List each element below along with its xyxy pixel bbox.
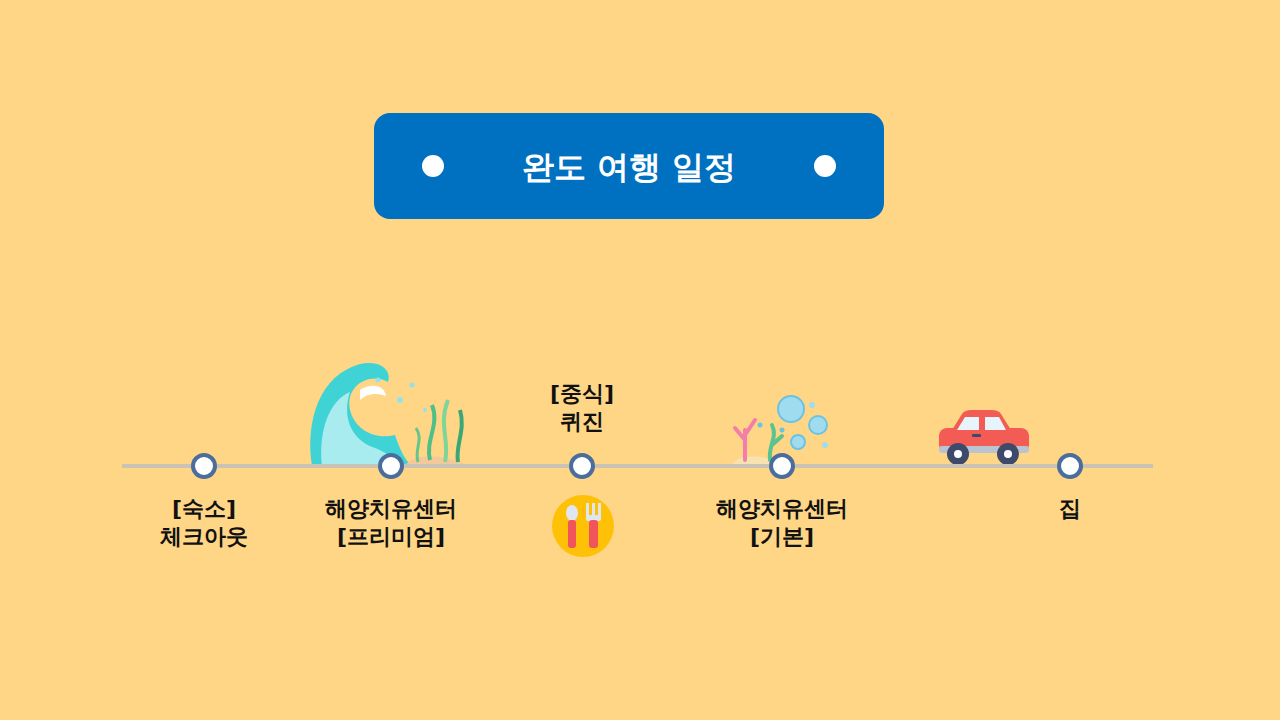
stop-label: [숙소] 체크아웃 bbox=[160, 495, 248, 550]
timeline-segment bbox=[795, 464, 1057, 468]
meal-icon bbox=[552, 495, 614, 557]
banner-dot bbox=[422, 155, 444, 177]
timeline-stop: 해양치유센터 [프리미엄] bbox=[378, 453, 404, 479]
banner-dot bbox=[814, 155, 836, 177]
timeline-end bbox=[122, 464, 195, 468]
stop-label: 해양치유센터 [프리미엄] bbox=[325, 495, 457, 550]
stop-label: [중식] 퀴진 bbox=[550, 380, 614, 435]
timeline-segment bbox=[404, 464, 569, 468]
timeline-stop: [중식] 퀴진 bbox=[569, 453, 595, 479]
diagram-title: 완도 여행 일정 bbox=[522, 146, 736, 190]
car-illustration bbox=[939, 410, 1029, 465]
timeline-stop: 집 bbox=[1057, 453, 1083, 479]
timeline-end bbox=[1080, 464, 1153, 468]
title-banner bbox=[374, 113, 884, 219]
wave-illustration bbox=[310, 363, 470, 466]
timeline-segment bbox=[595, 464, 769, 468]
timeline-stop: 해양치유센터 [기본] bbox=[769, 453, 795, 479]
timeline-stop: [숙소] 체크아웃 bbox=[191, 453, 217, 479]
stop-label: 집 bbox=[1059, 495, 1081, 523]
stop-label: 해양치유센터 [기본] bbox=[716, 495, 848, 550]
timeline-segment bbox=[217, 464, 378, 468]
